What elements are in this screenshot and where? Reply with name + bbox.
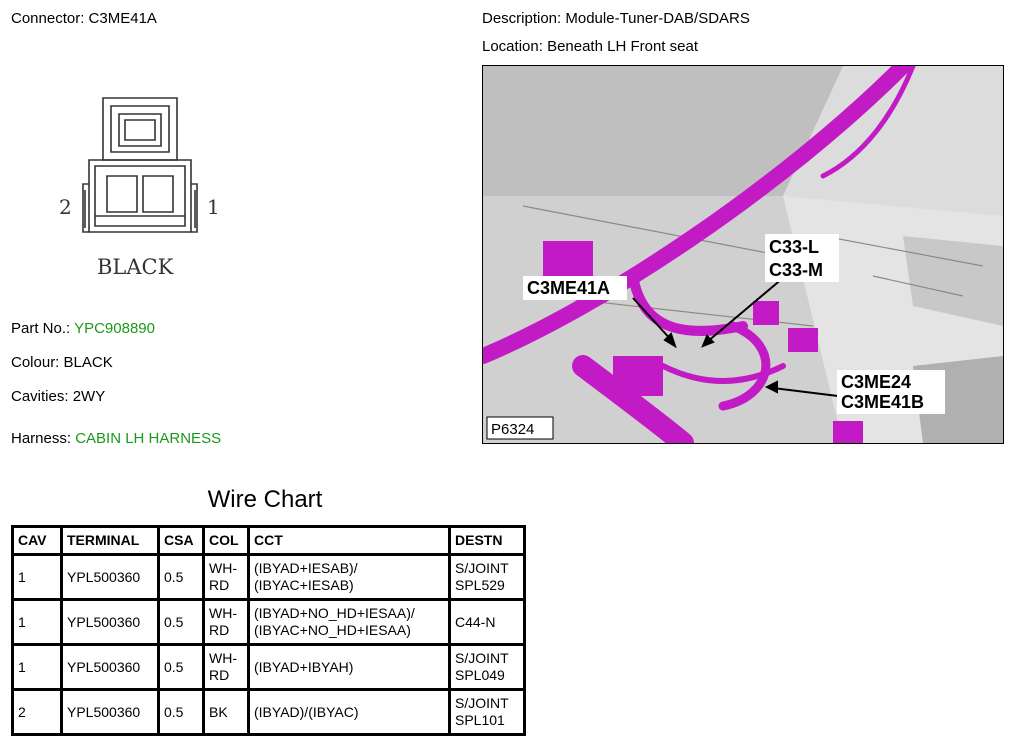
table-row: 1 YPL500360 0.5 WH-RD (IBYAD+IESAB)/(IBY…: [11, 553, 526, 601]
cell-csa: 0.5: [157, 643, 205, 691]
wire-chart-header-row: CAV TERMINAL CSA COL CCT DESTN: [11, 525, 526, 556]
header-col: COL: [202, 525, 250, 556]
cell-cav: 1: [11, 598, 63, 646]
cct-line-1: (IBYAD)/(IBYAC): [254, 703, 359, 720]
col-line-2: RD: [209, 667, 230, 683]
col-line-1: WH-: [209, 605, 237, 621]
location-photo-illustration: C33-L C33-M C3ME41A C3ME24 C3ME41B P6324: [483, 66, 1003, 443]
table-row: 1 YPL500360 0.5 WH-RD (IBYAD+NO_HD+IESAA…: [11, 598, 526, 646]
table-row: 1 YPL500360 0.5 WH-RD (IBYAD+IBYAH) S/JO…: [11, 643, 526, 691]
cell-terminal: YPL500360: [60, 643, 160, 691]
connector-label: Connector:: [11, 10, 85, 27]
cell-col: WH-RD: [202, 553, 250, 601]
cell-destn: C44-N: [448, 598, 526, 646]
cct-line-1: (IBYAD+IESAB)/: [254, 560, 358, 576]
cell-terminal: YPL500360: [60, 553, 160, 601]
header-cct: CCT: [247, 525, 451, 556]
connector-line: Connector: C3ME41A: [11, 10, 157, 27]
cell-terminal: YPL500360: [60, 688, 160, 736]
callout-c3me24: C3ME24: [841, 372, 911, 392]
col-line-1: BK: [209, 703, 228, 720]
col-line-2: RD: [209, 622, 230, 638]
cell-cav: 2: [11, 688, 63, 736]
cavities-line: Cavities: 2WY: [11, 388, 105, 405]
cell-cav: 1: [11, 643, 63, 691]
harness-line: Harness: CABIN LH HARNESS: [11, 430, 221, 447]
destn-line-1: S/JOINT: [455, 560, 509, 576]
cell-cct: (IBYAD+IESAB)/(IBYAC+IESAB): [247, 553, 451, 601]
header-terminal: TERMINAL: [60, 525, 160, 556]
cell-col: WH-RD: [202, 643, 250, 691]
cell-col: WH-RD: [202, 598, 250, 646]
connector-outline-icon: 2 1 BLACK: [59, 97, 220, 279]
cell-cct: (IBYAD+IBYAH): [247, 643, 451, 691]
destn-line-1: S/JOINT: [455, 650, 509, 666]
cct-line-1: (IBYAD+NO_HD+IESAA)/: [254, 605, 415, 621]
callout-c33-m: C33-M: [769, 260, 823, 280]
photo-reference: P6324: [491, 421, 534, 438]
wire-chart-table: CAV TERMINAL CSA COL CCT DESTN 1 YPL5003…: [11, 525, 526, 736]
cavities-value: 2WY: [72, 388, 106, 405]
header-csa: CSA: [157, 525, 205, 556]
description-label: Description:: [482, 10, 562, 27]
destn-line-1: S/JOINT: [455, 695, 509, 711]
header-cav: CAV: [11, 525, 63, 556]
callout-c3me41b: C3ME41B: [841, 392, 924, 412]
cell-terminal: YPL500360: [60, 598, 160, 646]
destn-line-1: C44-N: [455, 613, 496, 630]
description-value: Module-Tuner-DAB/SDARS: [565, 10, 750, 27]
location-value: Beneath LH Front seat: [547, 38, 698, 55]
colour-line: Colour: BLACK: [11, 354, 113, 371]
connector-diagram: 2 1 BLACK: [55, 90, 235, 295]
header-destn: DESTN: [448, 525, 526, 556]
cell-csa: 0.5: [157, 553, 205, 601]
callout-c3me41a: C3ME41A: [527, 278, 610, 298]
cavities-label: Cavities:: [11, 388, 69, 405]
destn-line-2: SPL101: [455, 712, 505, 728]
callout-c33-l: C33-L: [769, 237, 819, 257]
colour-value: BLACK: [63, 354, 113, 371]
cell-cav: 1: [11, 553, 63, 601]
part-number-link[interactable]: YPC908890: [74, 320, 155, 337]
destn-line-2: SPL529: [455, 577, 505, 593]
table-row: 2 YPL500360 0.5 BK (IBYAD)/(IBYAC) S/JOI…: [11, 688, 526, 736]
pin-right-label: 1: [207, 195, 220, 219]
wire-chart-title: Wire Chart: [207, 486, 323, 513]
destn-line-2: SPL049: [455, 667, 505, 683]
col-line-2: RD: [209, 577, 230, 593]
cell-cct: (IBYAD)/(IBYAC): [247, 688, 451, 736]
location-photo: C33-L C33-M C3ME41A C3ME24 C3ME41B P6324: [482, 65, 1004, 444]
col-line-1: WH-: [209, 650, 237, 666]
harness-label: Harness:: [11, 430, 72, 447]
location-label: Location:: [482, 38, 543, 55]
pin-left-label: 2: [59, 195, 72, 219]
cct-line-2: (IBYAC+NO_HD+IESAA): [254, 622, 411, 638]
connector-colour-caption: BLACK: [97, 255, 174, 279]
cct-line-2: (IBYAC+IESAB): [254, 577, 354, 593]
colour-label: Colour:: [11, 354, 60, 371]
cct-line-1: (IBYAD+IBYAH): [254, 658, 354, 675]
cell-col: BK: [202, 688, 250, 736]
part-label: Part No.:: [11, 320, 71, 337]
cell-csa: 0.5: [157, 688, 205, 736]
description-line: Description: Module-Tuner-DAB/SDARS: [482, 10, 750, 27]
location-line: Location: Beneath LH Front seat: [482, 38, 698, 55]
harness-link[interactable]: CABIN LH HARNESS: [75, 430, 222, 447]
connector-value: C3ME41A: [88, 10, 157, 27]
cell-cct: (IBYAD+NO_HD+IESAA)/(IBYAC+NO_HD+IESAA): [247, 598, 451, 646]
col-line-1: WH-: [209, 560, 237, 576]
cell-csa: 0.5: [157, 598, 205, 646]
part-number-line: Part No.: YPC908890: [11, 320, 155, 337]
